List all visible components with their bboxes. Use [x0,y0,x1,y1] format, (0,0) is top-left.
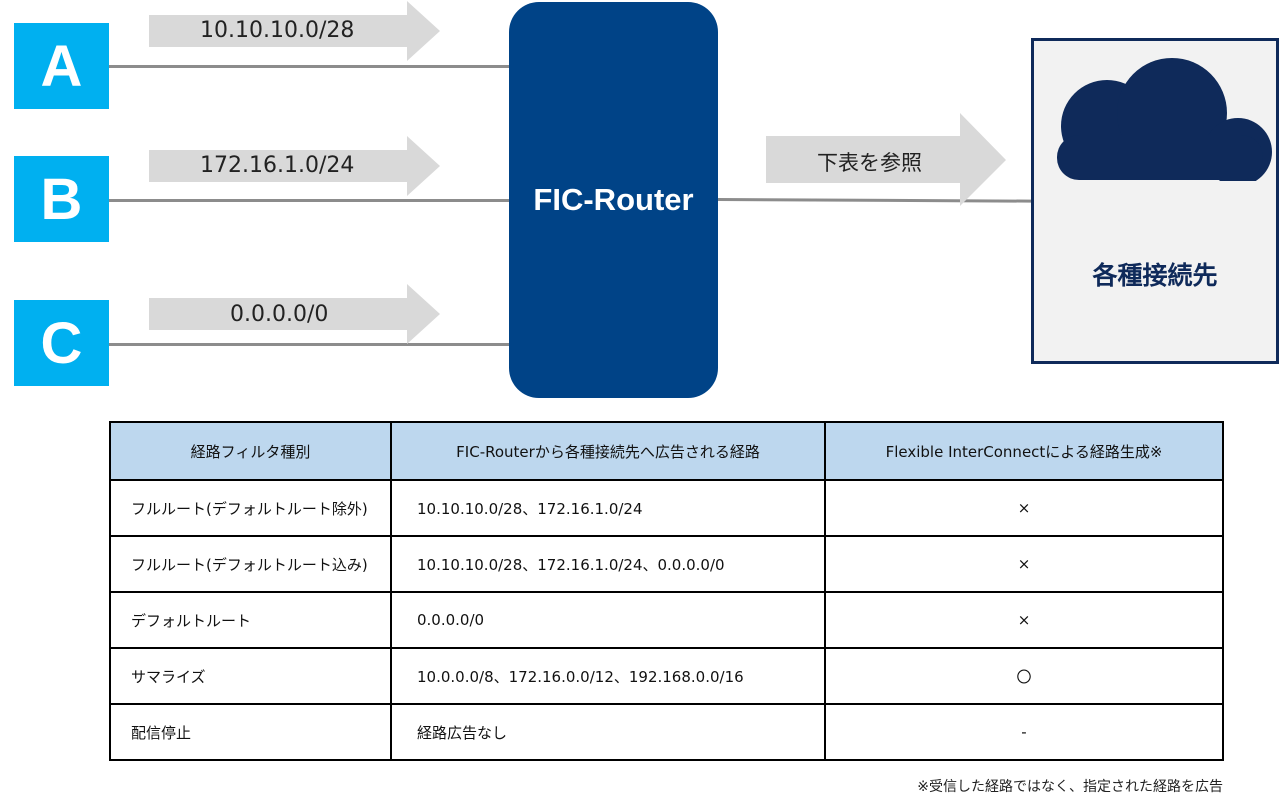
route-b-arrow [149,136,440,196]
source-b-letter: B [40,166,83,232]
advertised-routes-cell: 10.0.0.0/8、172.16.0.0/12、192.168.0.0/16 [390,647,826,705]
advertised-routes-cell: 0.0.0.0/0 [390,591,826,649]
filter-type-cell: 配信停止 [109,703,392,761]
table-header-row: 経路フィルタ種別 FIC-Routerから各種接続先へ広告される経路 Flexi… [109,421,1224,481]
output-arrow-label: 下表を参照 [817,151,922,175]
source-c-box: C [14,300,109,386]
source-c-letter: C [40,310,83,376]
header-route-generation: Flexible InterConnectによる経路生成※ [824,421,1224,481]
route-filter-table: 経路フィルタ種別 FIC-Routerから各種接続先へ広告される経路 Flexi… [109,421,1224,761]
source-a-box: A [14,23,109,109]
source-a-letter: A [40,33,83,99]
source-c-link [109,343,510,346]
header-advertised-routes: FIC-Routerから各種接続先へ広告される経路 [390,421,826,481]
filter-type-cell: フルルート(デフォルトルート込み) [109,535,392,593]
filter-type-cell: フルルート(デフォルトルート除外) [109,479,392,537]
output-arrow [766,113,1006,206]
table-row: 配信停止 経路広告なし - [109,703,1224,761]
filter-type-cell: サマライズ [109,647,392,705]
destination-label: 各種接続先 [1092,261,1218,290]
footnote: ※受信した経路ではなく、指定された経路を広告 [917,779,1223,795]
source-b-box: B [14,156,109,242]
filter-type-cell: デフォルトルート [109,591,392,649]
route-generation-cell: 〇 [824,647,1224,705]
router-label: FIC-Router [533,182,694,217]
route-generation-cell: × [824,479,1224,537]
table-row: サマライズ 10.0.0.0/8、172.16.0.0/12、192.168.0… [109,647,1224,705]
advertised-routes-cell: 経路広告なし [390,703,826,761]
route-generation-cell: × [824,591,1224,649]
table-row: デフォルトルート 0.0.0.0/0 × [109,591,1224,649]
advertised-routes-cell: 10.10.10.0/28、172.16.1.0/24、0.0.0.0/0 [390,535,826,593]
route-generation-cell: - [824,703,1224,761]
route-a-label: 10.10.10.0/28 [200,18,355,43]
table-row: フルルート(デフォルトルート込み) 10.10.10.0/28、172.16.1… [109,535,1224,593]
route-a-arrow [149,1,440,61]
source-a-link [109,65,510,68]
advertised-routes-cell: 10.10.10.0/28、172.16.1.0/24 [390,479,826,537]
table-row: フルルート(デフォルトルート除外) 10.10.10.0/28、172.16.1… [109,479,1224,537]
route-c-arrow [149,284,440,344]
route-generation-cell: × [824,535,1224,593]
route-b-label: 172.16.1.0/24 [200,153,355,178]
fic-router: FIC-Router [509,2,718,398]
destination-box: 各種接続先 [1031,38,1279,364]
source-b-link [109,199,510,202]
route-c-label: 0.0.0.0/0 [230,302,329,327]
cloud-icon [1057,58,1272,181]
header-filter-type: 経路フィルタ種別 [109,421,392,481]
